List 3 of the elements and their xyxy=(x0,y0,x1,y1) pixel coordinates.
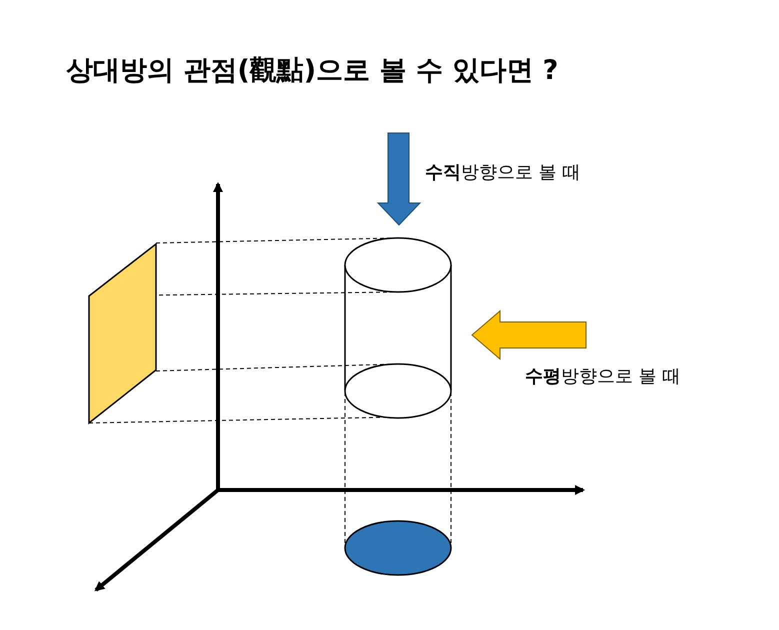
view-label: 수평방향으로 볼 때 xyxy=(525,365,680,388)
view-label: 수직방향으로 볼 때 xyxy=(425,161,580,184)
title: 상대방의 관점(觀點)으로 볼 수 있다면 ? xyxy=(66,54,558,88)
